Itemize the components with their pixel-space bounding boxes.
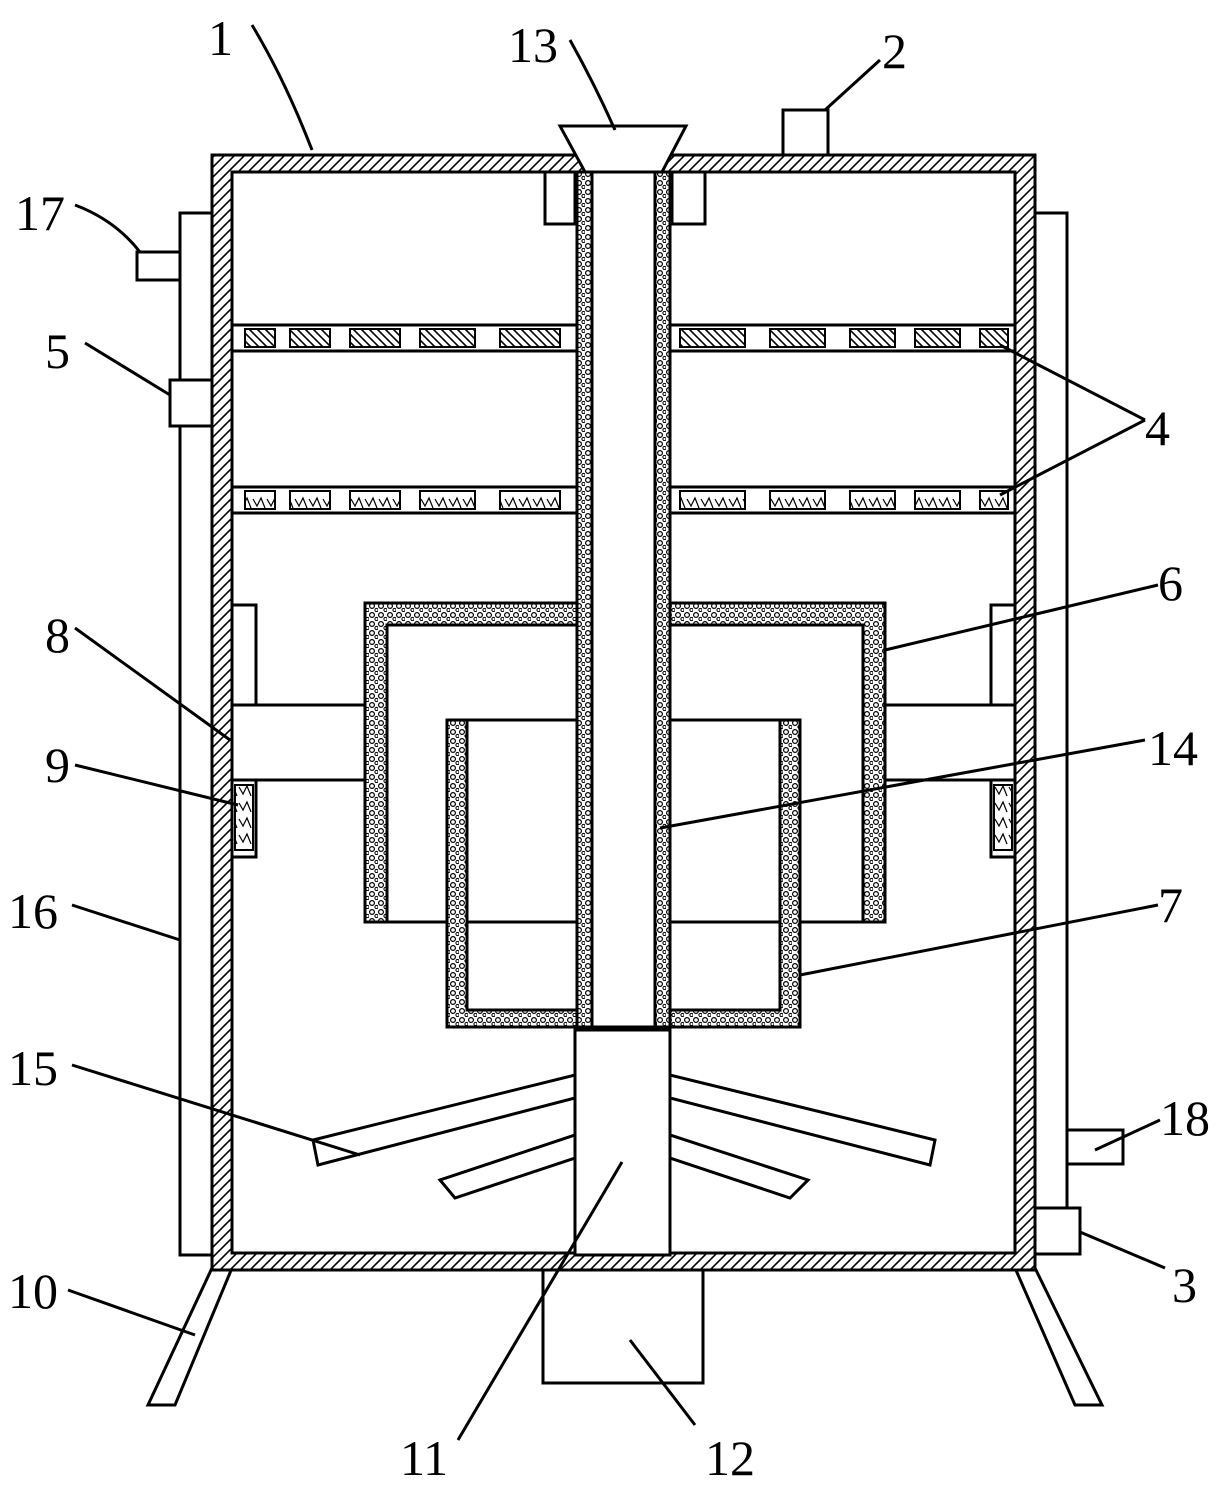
bearing-block-right [670,170,707,226]
label-6: 6 [1158,555,1183,611]
label-3: 3 [1172,1257,1197,1313]
label-10: 10 [8,1263,58,1319]
label-4: 4 [1145,400,1170,456]
label-2: 2 [882,23,907,79]
label-14: 14 [1148,720,1198,776]
inlet-2 [781,108,830,158]
drive-shaft [573,1028,672,1257]
motor [541,1268,705,1385]
pipe-17 [135,250,182,282]
tank-shell [210,153,1037,1272]
filter-plates [230,323,1017,515]
label-1: 1 [208,10,233,66]
label-9: 9 [45,737,70,793]
central-shaft [575,170,672,1029]
arm-right [883,703,1017,782]
pipe-18 [1065,1128,1125,1166]
bearing-block-left [543,170,577,226]
arm-left [230,703,367,782]
label-8: 8 [45,607,70,663]
inner-drum [445,718,802,1029]
label-16: 16 [8,883,58,939]
labels: 1 2 3 4 5 6 7 8 9 10 11 12 13 14 15 16 1… [8,10,1210,1486]
stirring-blades [311,1073,937,1200]
label-15: 15 [8,1040,58,1096]
label-17: 17 [15,185,65,241]
label-5: 5 [45,323,70,379]
label-13: 13 [508,17,558,73]
label-7: 7 [1158,877,1183,933]
label-11: 11 [400,1430,448,1486]
label-12: 12 [705,1430,755,1486]
label-18: 18 [1160,1090,1210,1146]
leader-lines [67,24,1166,1441]
